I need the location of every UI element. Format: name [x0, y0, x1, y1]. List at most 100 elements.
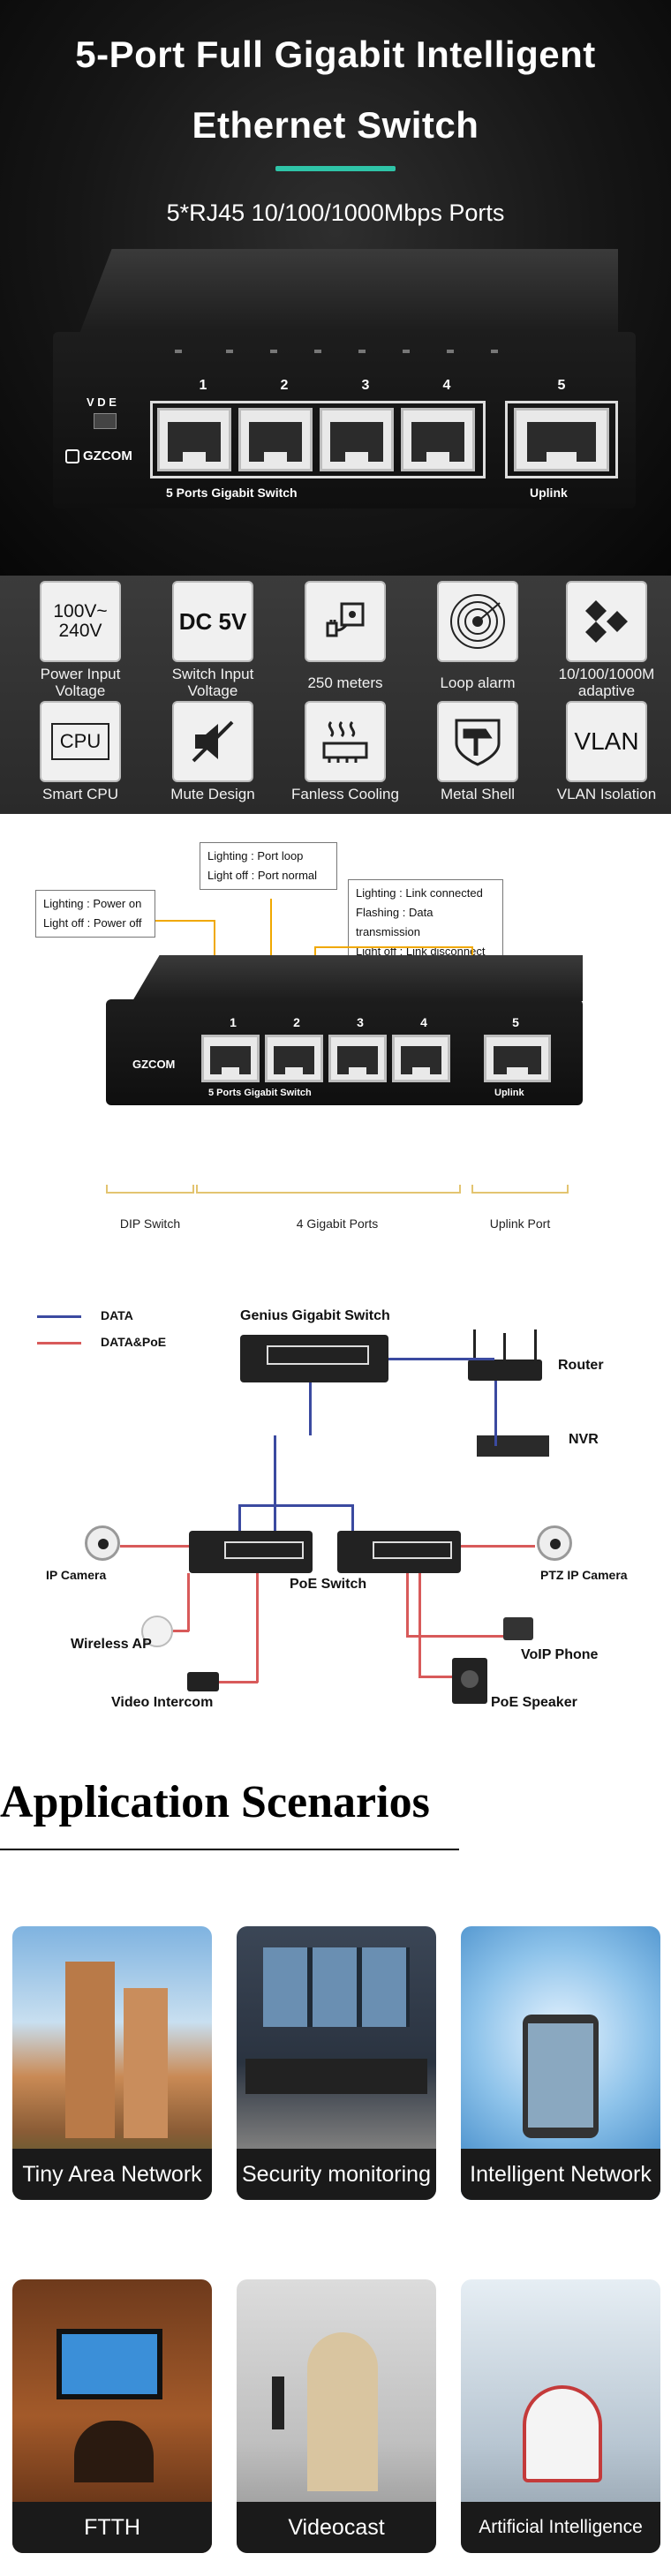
port-number-5: 5 — [557, 378, 566, 393]
ptz-camera-label: PTZ IP Camera — [540, 1568, 628, 1582]
uplink-brace — [471, 1185, 569, 1194]
poe-link — [219, 1681, 258, 1683]
poe-speaker-label: PoE Speaker — [491, 1695, 577, 1710]
core-switch-label: Genius Gigabit Switch — [240, 1308, 390, 1323]
callout-line: Light off : Power off — [43, 916, 142, 930]
hero-title-line1: 5-Port Full Gigabit Intelligent — [75, 34, 596, 75]
feature-item: Loop alarm — [411, 581, 544, 691]
ip-camera-icon — [85, 1525, 120, 1561]
tv-screen — [57, 2329, 162, 2399]
poe-switch-left — [189, 1531, 313, 1573]
presenter-silhouette — [307, 2332, 378, 2491]
voltage-range-icon: 100V~ 240V — [40, 581, 121, 662]
wireless-ap-label: Wireless AP — [71, 1637, 152, 1652]
loop-wire — [270, 899, 272, 994]
port-number-4: 4 — [442, 378, 451, 393]
family-silhouette — [74, 2421, 154, 2482]
hero-subtitle: 5*RJ45 10/100/1000Mbps Ports — [166, 200, 505, 226]
power-led-callout: Lighting : Power on Light off : Power of… — [35, 890, 155, 938]
poe-link — [461, 1545, 535, 1548]
operator-desk — [245, 2059, 427, 2094]
loop-led-callout: Lighting : Port loop Light off : Port no… — [200, 842, 337, 890]
brand-name: GZCOM — [83, 448, 132, 463]
feature-item: DC 5V Switch Input Voltage — [147, 581, 279, 699]
poe-link — [120, 1545, 189, 1548]
port-number-1: 1 — [230, 1015, 237, 1029]
poe-link — [256, 1573, 259, 1683]
feature-grid: 100V~ 240V Power Input Voltage DC 5V Swi… — [0, 576, 671, 814]
feature-item: Mute Design — [147, 701, 279, 802]
feature-item: Fanless Cooling — [279, 701, 411, 802]
port-group-frame — [150, 401, 486, 478]
network-topology-diagram: DATA DATA&PoE Genius Gigabit Switch Rout… — [0, 1273, 671, 1750]
uplink-label: Uplink — [494, 1088, 524, 1098]
rj45-port-5 — [484, 1035, 551, 1082]
legend-data-swatch — [37, 1315, 81, 1318]
scenario-card-ftth: FTTH — [12, 2279, 212, 2553]
legend-data-label: DATA — [101, 1308, 133, 1322]
data-link — [388, 1358, 494, 1360]
building-shape — [124, 1988, 168, 2138]
gigabit-ports-section-label: 4 Gigabit Ports — [296, 1216, 379, 1231]
cpu-icon-text: CPU — [50, 723, 110, 760]
scenario-card-artificial-intelligence: Artificial Intelligence — [461, 2279, 660, 2553]
data-link — [351, 1504, 354, 1533]
dip-brace — [106, 1185, 194, 1194]
ports-brace — [196, 1185, 461, 1194]
hero-banner: 5-Port Full Gigabit Intelligent Ethernet… — [0, 0, 671, 576]
data-link — [494, 1381, 497, 1446]
port-number-5: 5 — [512, 1015, 519, 1029]
mute-icon — [172, 701, 253, 782]
led-indicator-diagram: Lighting : Power on Light off : Power of… — [0, 814, 671, 1273]
poe-link — [406, 1573, 409, 1637]
vlan-icon: VLAN — [566, 701, 647, 782]
poe-speaker-icon — [452, 1658, 487, 1704]
scenario-card-tiny-area-network: Tiny Area Network — [12, 1926, 212, 2200]
dip-switch-section-label: DIP Switch — [119, 1216, 181, 1231]
feature-label: Loop alarm — [440, 674, 516, 691]
port-number-2: 2 — [280, 378, 289, 393]
rj45-port-5 — [514, 408, 609, 471]
monitor-wall — [263, 1947, 410, 2027]
hero-title-line2: Ethernet Switch — [192, 104, 479, 146]
legend-poe-swatch — [37, 1342, 81, 1344]
smartphone-shape — [523, 2015, 599, 2138]
video-intercom-label: Video Intercom — [111, 1695, 214, 1710]
port-number-3: 3 — [361, 378, 370, 393]
scenario-label: Videocast — [237, 2502, 436, 2553]
poe-link — [173, 1630, 189, 1632]
voip-phone-icon — [503, 1617, 533, 1640]
poe-link — [418, 1676, 454, 1678]
scenario-label: Tiny Area Network — [12, 2149, 212, 2200]
rj45-port-4 — [401, 408, 475, 471]
feature-label: Power Input Voltage — [40, 666, 121, 699]
video-intercom-icon — [187, 1672, 219, 1691]
scenario-label: FTTH — [12, 2502, 212, 2553]
port-number-2: 2 — [293, 1015, 300, 1029]
port-number-4: 4 — [420, 1015, 427, 1029]
feature-label: VLAN Isolation — [556, 786, 657, 802]
callout-line: Light off : Port normal — [207, 869, 318, 882]
feature-item: Metal Shell — [411, 701, 544, 802]
feature-item: 10/100/1000M adaptive — [540, 581, 671, 699]
link-led-callout: Lighting : Link connected Flashing : Dat… — [348, 879, 503, 966]
data-link — [309, 1382, 312, 1435]
rj45-port-2 — [238, 408, 313, 471]
feature-item: CPU Smart CPU — [14, 701, 147, 802]
feature-item: 100V~ 240V Power Input Voltage — [14, 581, 147, 699]
dip-switch-label: V D E — [87, 395, 117, 409]
brand-logo: GZCOM — [132, 1058, 176, 1071]
feature-label: Metal Shell — [440, 786, 516, 802]
poe-link — [187, 1573, 190, 1631]
poe-link — [418, 1573, 421, 1677]
feature-item: VLAN VLAN Isolation — [540, 701, 671, 802]
plug-chip-icon — [305, 581, 386, 662]
scenarios-title: Application Scenarios — [0, 1777, 430, 1827]
voip-phone-label: VoIP Phone — [521, 1647, 599, 1662]
switch-product-image: V D E GZCOM 1 2 3 4 5 5 Ports Gigabit Sw… — [0, 0, 671, 576]
rj45-port-1 — [201, 1035, 260, 1082]
poe-link — [406, 1635, 503, 1638]
power-wire — [155, 920, 214, 922]
data-link — [274, 1435, 276, 1533]
rj45-port-2 — [265, 1035, 323, 1082]
